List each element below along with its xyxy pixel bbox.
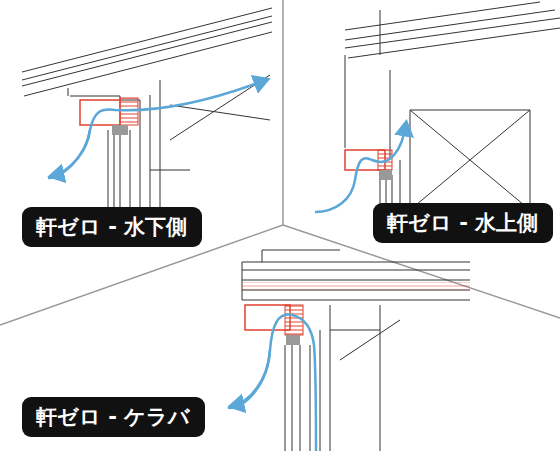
label-text: 軒ゼロ - 水上側 (387, 210, 539, 236)
label-box: 軒ゼロ - 水下側 (22, 207, 202, 247)
label-box: 軒ゼロ - 水上側 (373, 203, 553, 243)
label-text: 軒ゼロ - ケラバ (36, 404, 191, 430)
label-box: 軒ゼロ - ケラバ (22, 397, 205, 437)
label-text: 軒ゼロ - 水下側 (36, 214, 188, 240)
